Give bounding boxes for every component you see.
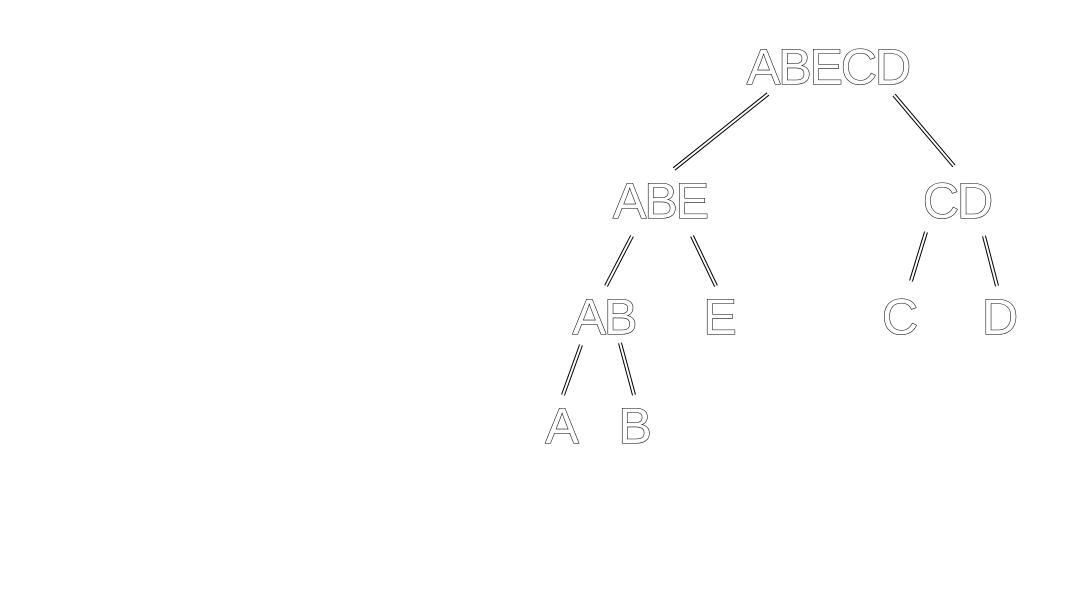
node-abe: ABE — [613, 173, 708, 229]
node-c: C — [882, 289, 917, 345]
node-abecd: ABECD — [747, 39, 909, 95]
node-cd: CD — [923, 173, 991, 229]
edge-abe-ab — [604, 235, 634, 287]
node-b: B — [618, 398, 649, 454]
tree-edges — [561, 92, 999, 396]
edge-ab-a — [561, 344, 583, 396]
node-e: E — [703, 289, 735, 345]
node-ab: AB — [573, 289, 636, 345]
node-d: D — [982, 289, 1016, 345]
edge-abecd-abe — [672, 92, 770, 171]
edge-cd-d — [982, 235, 999, 287]
edge-abecd-cd — [892, 93, 956, 168]
node-a: A — [545, 398, 579, 454]
tree-nodes: ABECD ABE CD AB E C D A B — [545, 38, 1019, 454]
edge-abe-e — [690, 235, 718, 287]
edge-cd-c — [909, 231, 928, 282]
edge-ab-b — [618, 342, 636, 396]
